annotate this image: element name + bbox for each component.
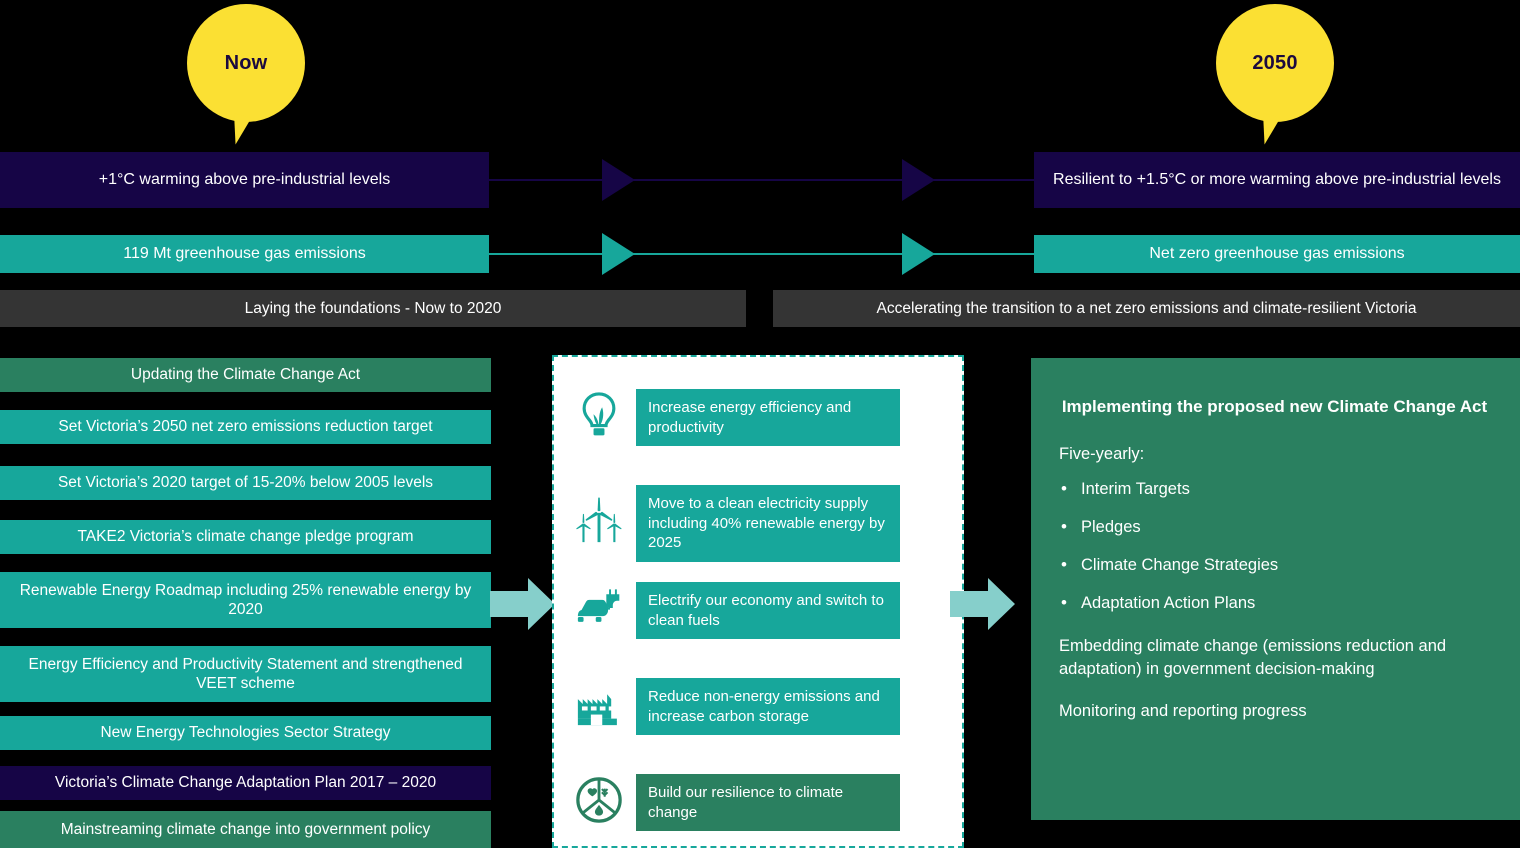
right-panel-bullet: Interim Targets bbox=[1061, 479, 1490, 499]
centre-panel-row: Move to a clean electricity supply inclu… bbox=[562, 485, 952, 562]
left-column-item: Renewable Energy Roadmap including 25% r… bbox=[0, 572, 491, 628]
centre-panel-row-label: Reduce non-energy emissions and increase… bbox=[636, 678, 900, 735]
left-column-item-label: Renewable Energy Roadmap including 25% r… bbox=[19, 581, 472, 618]
left-column-item: Mainstreaming climate change into govern… bbox=[0, 811, 491, 848]
centre-panel-row-label: Build our resilience to climate change bbox=[636, 774, 900, 831]
left-column-item: Updating the Climate Change Act bbox=[0, 358, 491, 392]
emissions-2050-label: Net zero greenhouse gas emissions bbox=[1149, 245, 1405, 262]
right-panel-bullet-list: Interim TargetsPledgesClimate Change Str… bbox=[1059, 479, 1490, 613]
warming-arrow-head-icon bbox=[902, 159, 935, 201]
warming-arrow-head-icon bbox=[602, 159, 635, 201]
timeline-bubble-now: Now bbox=[187, 4, 305, 147]
left-column-item-label: Set Victoria’s 2050 net zero emissions r… bbox=[58, 418, 433, 436]
emissions-arrow-head-icon bbox=[902, 233, 935, 275]
left-column-item-label: TAKE2 Victoria’s climate change pledge p… bbox=[77, 528, 414, 546]
left-column-item-label: Energy Efficiency and Productivity State… bbox=[28, 655, 463, 692]
left-column-item: Energy Efficiency and Productivity State… bbox=[0, 646, 491, 702]
warming-2050-label: Resilient to +1.5°C or more warming abov… bbox=[1053, 171, 1501, 189]
emissions-now-bar: 119 Mt greenhouse gas emissions bbox=[0, 235, 489, 273]
lightbulb-leaf-icon bbox=[562, 389, 636, 441]
right-panel-lead: Five-yearly: bbox=[1059, 444, 1145, 463]
left-column-item-label: Set Victoria’s 2020 target of 15-20% bel… bbox=[57, 474, 434, 492]
warming-2050-bar: Resilient to +1.5°C or more warming abov… bbox=[1034, 152, 1520, 208]
emissions-arrow-head-icon bbox=[602, 233, 635, 275]
emissions-connector-line bbox=[489, 253, 1034, 255]
left-column-item: Set Victoria’s 2050 net zero emissions r… bbox=[0, 410, 491, 444]
right-panel-paragraph-2: Monitoring and reporting progress bbox=[1059, 702, 1307, 721]
left-column-item: Set Victoria’s 2020 target of 15-20% bel… bbox=[0, 466, 491, 500]
emissions-2050-bar: Net zero greenhouse gas emissions bbox=[1034, 235, 1520, 273]
factory-icon bbox=[562, 678, 636, 730]
right-panel-bullet: Adaptation Action Plans bbox=[1061, 593, 1490, 613]
emissions-now-label: 119 Mt greenhouse gas emissions bbox=[123, 245, 366, 262]
left-column-item: TAKE2 Victoria’s climate change pledge p… bbox=[0, 520, 491, 554]
centre-panel-row-label: Increase energy efficiency and productiv… bbox=[636, 389, 900, 446]
left-column-item-label: Victoria’s Climate Change Adaptation Pla… bbox=[54, 774, 437, 792]
timeline-bubble-2050: 2050 bbox=[1216, 4, 1334, 147]
wind-turbine-icon bbox=[562, 485, 636, 556]
centre-panel-row: Build our resilience to climate change bbox=[562, 774, 952, 831]
flow-arrow-right-icon bbox=[950, 578, 1015, 630]
left-column-item: New Energy Technologies Sector Strategy bbox=[0, 716, 491, 750]
phase-2-bar: Accelerating the transition to a net zer… bbox=[773, 290, 1520, 327]
flow-arrow-left-icon bbox=[490, 578, 555, 630]
resilience-circle-icon bbox=[562, 774, 636, 826]
right-implementation-panel: Implementing the proposed new Climate Ch… bbox=[1031, 358, 1520, 820]
electric-car-plug-icon bbox=[562, 582, 636, 634]
bubble-now-label: Now bbox=[224, 51, 268, 74]
bubble-tail-icon bbox=[1255, 113, 1281, 147]
right-panel-title: Implementing the proposed new Climate Ch… bbox=[1061, 397, 1488, 416]
bubble-tail-icon bbox=[226, 113, 252, 147]
left-column-item-label: Mainstreaming climate change into govern… bbox=[60, 820, 431, 838]
warming-connector-line bbox=[489, 179, 1034, 181]
centre-actions-panel: Increase energy efficiency and productiv… bbox=[552, 355, 964, 848]
phase-2-label: Accelerating the transition to a net zer… bbox=[876, 299, 1417, 317]
right-panel-bullet: Climate Change Strategies bbox=[1061, 555, 1490, 575]
left-column-item-label: Updating the Climate Change Act bbox=[130, 366, 361, 384]
bubble-2050-label: 2050 bbox=[1252, 51, 1298, 74]
right-panel-paragraph-1: Embedding climate change (emissions redu… bbox=[1059, 636, 1447, 678]
left-column-item-label: New Energy Technologies Sector Strategy bbox=[100, 724, 391, 742]
left-column-item: Victoria’s Climate Change Adaptation Pla… bbox=[0, 766, 491, 800]
centre-panel-row-label: Electrify our economy and switch to clea… bbox=[636, 582, 900, 639]
right-panel-bullet: Pledges bbox=[1061, 517, 1490, 537]
centre-panel-row: Increase energy efficiency and productiv… bbox=[562, 389, 952, 446]
phase-1-bar: Laying the foundations - Now to 2020 bbox=[0, 290, 746, 327]
phase-1-label: Laying the foundations - Now to 2020 bbox=[244, 299, 502, 317]
warming-now-bar: +1°C warming above pre-industrial levels bbox=[0, 152, 489, 208]
centre-panel-row: Reduce non-energy emissions and increase… bbox=[562, 678, 952, 735]
warming-now-label: +1°C warming above pre-industrial levels bbox=[98, 171, 391, 188]
centre-panel-row-label: Move to a clean electricity supply inclu… bbox=[636, 485, 900, 562]
centre-panel-row: Electrify our economy and switch to clea… bbox=[562, 582, 952, 639]
